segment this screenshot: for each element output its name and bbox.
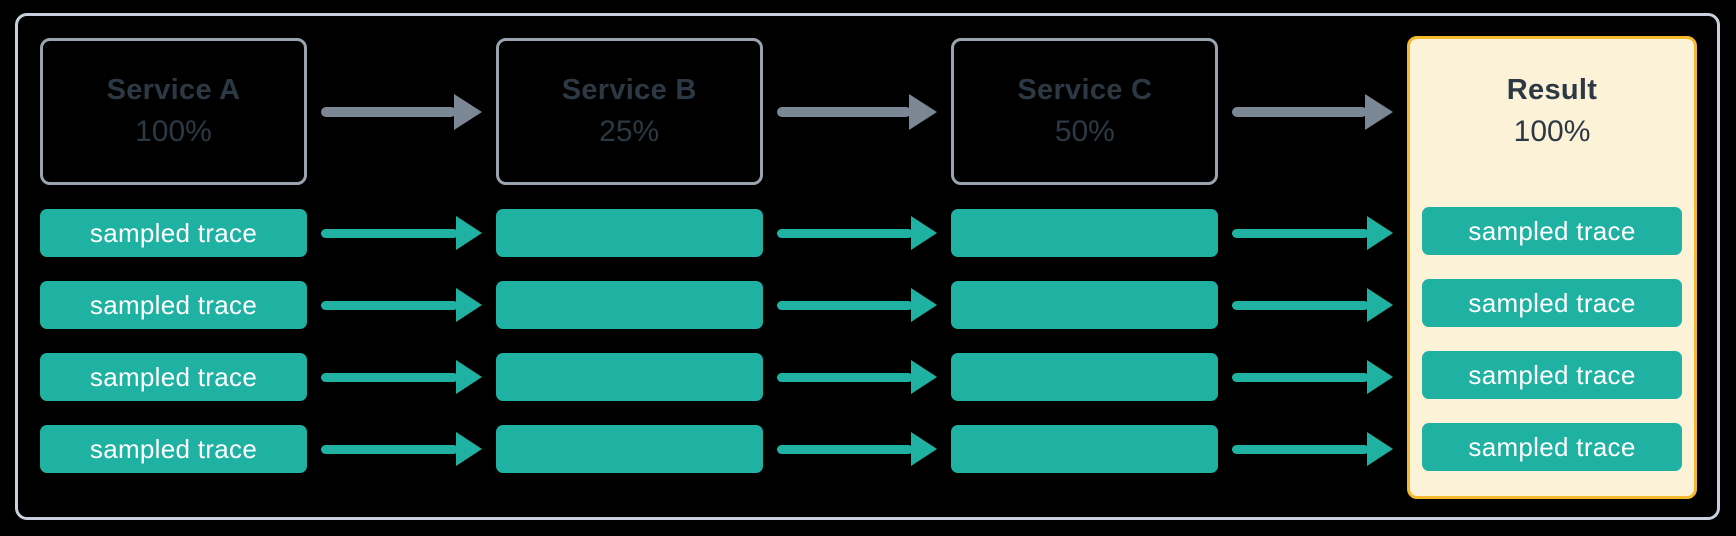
service-flow-arrow-icon bbox=[321, 93, 482, 130]
service-b-title: Service B bbox=[561, 74, 697, 106]
trace-flow-arrow-icon bbox=[776, 432, 938, 466]
column-service-a: Service A 100% sampled trace sampled tra… bbox=[40, 38, 307, 473]
arrows-b-to-c bbox=[763, 38, 952, 473]
arrow-shaft bbox=[776, 444, 914, 454]
arrow-shaft bbox=[1232, 300, 1370, 310]
trace-flow-arrow-icon bbox=[1232, 288, 1394, 322]
result-rate: 100% bbox=[1513, 114, 1591, 148]
trace-bar-label: sampled trace bbox=[1468, 215, 1636, 246]
service-c-box: Service C 50% bbox=[951, 38, 1219, 185]
trace-bar bbox=[495, 425, 763, 473]
arrow-shaft bbox=[776, 372, 914, 382]
trace-bar bbox=[495, 281, 763, 329]
arrow-head bbox=[1367, 216, 1394, 250]
trace-bar-label: sampled trace bbox=[89, 289, 258, 320]
arrow-head bbox=[911, 216, 938, 250]
trace-bar-label: sampled trace bbox=[89, 361, 258, 392]
arrow-shaft bbox=[1232, 444, 1370, 454]
trace-bar bbox=[951, 281, 1219, 329]
trace-flow-arrow-icon bbox=[321, 360, 482, 394]
arrow-shaft bbox=[321, 372, 458, 382]
arrow-shaft bbox=[1232, 372, 1370, 382]
arrow-head bbox=[455, 432, 482, 466]
arrow-shaft bbox=[776, 228, 914, 238]
service-flow-arrow-icon bbox=[1232, 93, 1394, 130]
arrow-shaft bbox=[321, 228, 458, 238]
trace-bar-label: sampled trace bbox=[89, 217, 258, 248]
arrow-head bbox=[453, 93, 482, 130]
result-header: Result 100% bbox=[1422, 39, 1682, 183]
trace-flow-arrow-icon bbox=[321, 288, 482, 322]
trace-flow-arrow-icon bbox=[1232, 216, 1394, 250]
trace-bar: sampled trace bbox=[40, 281, 307, 329]
arrow-head bbox=[455, 360, 482, 394]
trace-bar-label: sampled trace bbox=[89, 433, 258, 464]
trace-bar bbox=[495, 353, 763, 401]
trace-bar bbox=[951, 353, 1219, 401]
service-a-box: Service A 100% bbox=[40, 38, 307, 185]
trace-bar bbox=[951, 425, 1219, 473]
arrow-shaft bbox=[321, 444, 458, 454]
service-b-box: Service B 25% bbox=[495, 38, 763, 185]
arrow-shaft bbox=[1232, 228, 1370, 238]
result-box: Result 100% sampled trace sampled trace … bbox=[1407, 36, 1698, 499]
trace-bar bbox=[951, 209, 1219, 257]
trace-flow-arrow-icon bbox=[776, 216, 938, 250]
trace-flow-arrow-icon bbox=[1232, 360, 1394, 394]
trace-flow-arrow-icon bbox=[1232, 432, 1394, 466]
service-c-title: Service C bbox=[1017, 74, 1153, 106]
trace-bar-label: sampled trace bbox=[1468, 359, 1636, 390]
service-a-rate: 100% bbox=[135, 115, 212, 148]
service-a-title: Service A bbox=[106, 74, 241, 106]
arrow-head bbox=[911, 432, 938, 466]
arrow-shaft bbox=[776, 300, 914, 310]
arrow-head bbox=[1365, 93, 1394, 130]
arrows-c-to-result bbox=[1218, 38, 1407, 473]
trace-flow-arrow-icon bbox=[321, 432, 482, 466]
diagram-frame: Service A 100% sampled trace sampled tra… bbox=[15, 13, 1720, 520]
column-service-b: Service B 25% bbox=[495, 38, 763, 473]
service-c-rate: 50% bbox=[1054, 115, 1115, 148]
arrow-head bbox=[1367, 360, 1394, 394]
trace-bar: sampled trace bbox=[40, 353, 307, 401]
trace-bar-label: sampled trace bbox=[1468, 287, 1636, 318]
trace-bar: sampled trace bbox=[1422, 207, 1683, 255]
arrow-shaft bbox=[321, 300, 458, 310]
trace-bar: sampled trace bbox=[1422, 423, 1683, 471]
trace-bar bbox=[495, 209, 763, 257]
arrows-a-to-b bbox=[307, 38, 496, 473]
trace-flow-arrow-icon bbox=[776, 360, 938, 394]
service-b-rate: 25% bbox=[599, 115, 660, 148]
column-result: Result 100% sampled trace sampled trace … bbox=[1407, 36, 1698, 499]
trace-bar: sampled trace bbox=[40, 209, 307, 257]
arrow-shaft bbox=[776, 106, 912, 117]
arrow-shaft bbox=[1232, 106, 1368, 117]
trace-bar: sampled trace bbox=[1422, 279, 1683, 327]
trace-bar: sampled trace bbox=[40, 425, 307, 473]
trace-flow-arrow-icon bbox=[776, 288, 938, 322]
arrow-head bbox=[1367, 432, 1394, 466]
arrow-head bbox=[1367, 288, 1394, 322]
arrow-head bbox=[909, 93, 938, 130]
arrow-head bbox=[911, 360, 938, 394]
trace-bar: sampled trace bbox=[1422, 351, 1683, 399]
arrow-head bbox=[911, 288, 938, 322]
arrow-head bbox=[455, 288, 482, 322]
trace-flow-arrow-icon bbox=[321, 216, 482, 250]
arrow-head bbox=[455, 216, 482, 250]
column-service-c: Service C 50% bbox=[951, 38, 1219, 473]
service-flow-arrow-icon bbox=[776, 93, 938, 130]
trace-bar-label: sampled trace bbox=[1468, 431, 1636, 462]
diagram-row: Service A 100% sampled trace sampled tra… bbox=[18, 16, 1717, 499]
arrow-shaft bbox=[321, 106, 456, 117]
result-title: Result bbox=[1506, 73, 1598, 106]
